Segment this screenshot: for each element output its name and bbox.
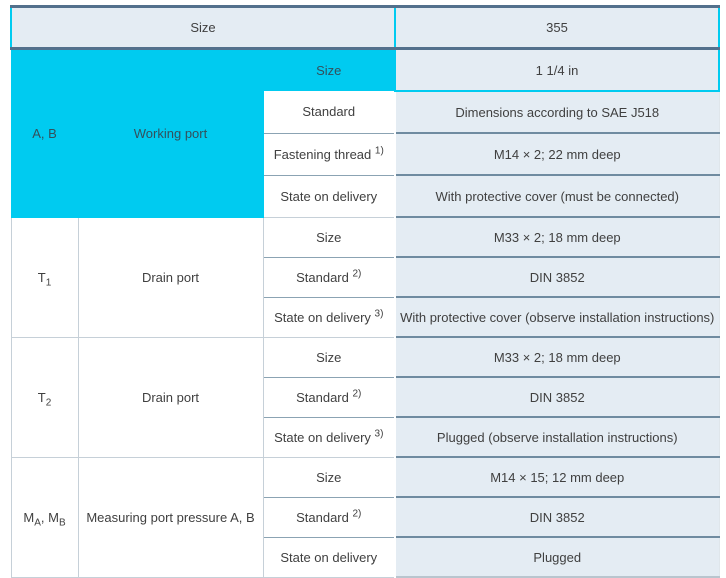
spec-label-cell: State on delivery 3) (263, 417, 396, 458)
table-row: Standard Dimensions according to SAE J51… (11, 91, 720, 134)
spec-label-cell: Fastening thread 1) (263, 133, 396, 176)
port-id-cell: MA, MB (10, 457, 79, 578)
spec-label-cell: Standard (263, 91, 396, 134)
spec-label-cell: Standard 2) (263, 257, 396, 298)
spec-label-cell: State on delivery (263, 175, 396, 218)
port-id-cell: T1 (10, 217, 79, 338)
spec-label-cell: Size (263, 457, 396, 498)
spec-value-cell: M33 × 2; 18 mm deep (394, 337, 720, 378)
spec-value-cell: DIN 3852 (394, 497, 720, 538)
table-row: T1 Drain port Size M33 × 2; 18 mm deep (10, 217, 720, 338)
port-id-cell: A, B (10, 48, 79, 218)
spec-value-cell: With protective cover (must be connected… (394, 175, 720, 218)
header-value-cell: 355 (395, 5, 720, 50)
spec-label-cell: Size (263, 337, 396, 378)
spec-label-cell: Standard 2) (263, 497, 396, 538)
port-name-cell: Drain port (77, 337, 264, 458)
spec-value-cell: DIN 3852 (394, 257, 720, 298)
table-row: Standard 2) DIN 3852 (11, 257, 720, 298)
spec-value-cell: M33 × 2; 18 mm deep (394, 217, 720, 258)
spec-value-cell: Dimensions according to SAE J518 (394, 91, 720, 134)
table-row: Standard 2) DIN 3852 (11, 497, 720, 538)
spec-value-cell: Plugged (394, 537, 720, 578)
port-name-cell: Working port (77, 48, 264, 218)
header-size-cell: Size (10, 5, 396, 50)
table-row: State on delivery 3) With protective cov… (11, 297, 720, 338)
port-name-cell: Drain port (77, 217, 264, 338)
spec-table-container: Size 355 A, B Working port Size 1 1/4 in… (10, 5, 720, 578)
port-name-cell: Measuring port pressure A, B (77, 457, 264, 578)
table-header-row: Size 355 (10, 5, 720, 50)
table-row: A, B Working port Size 1 1/4 in (10, 48, 720, 218)
spec-value-cell: 1 1/4 in (394, 48, 720, 92)
spec-value-cell: DIN 3852 (394, 377, 720, 418)
spec-label-cell: State on delivery (263, 537, 396, 578)
spec-label-cell: State on delivery 3) (263, 297, 396, 338)
table-row: T2 Drain port Size M33 × 2; 18 mm deep (10, 337, 720, 458)
spec-label-cell: Size (263, 217, 396, 258)
port-spec-table: Size 355 A, B Working port Size 1 1/4 in… (10, 5, 720, 578)
spec-value-cell: M14 × 2; 22 mm deep (394, 133, 720, 176)
spec-label-cell: Size (263, 48, 395, 91)
port-id-cell: T2 (10, 337, 79, 458)
table-row: MA, MB Measuring port pressure A, B Size… (10, 457, 720, 578)
spec-value-cell: M14 × 15; 12 mm deep (394, 457, 720, 498)
spec-value-cell: Plugged (observe installation instructio… (394, 417, 720, 458)
spec-label-cell: Standard 2) (263, 377, 396, 418)
table-row: State on delivery With protective cover … (11, 175, 720, 218)
table-row: State on delivery 3) Plugged (observe in… (11, 417, 720, 458)
table-row: Standard 2) DIN 3852 (11, 377, 720, 418)
spec-value-cell: With protective cover (observe installat… (394, 297, 720, 338)
table-row: Fastening thread 1) M14 × 2; 22 mm deep (11, 133, 720, 176)
